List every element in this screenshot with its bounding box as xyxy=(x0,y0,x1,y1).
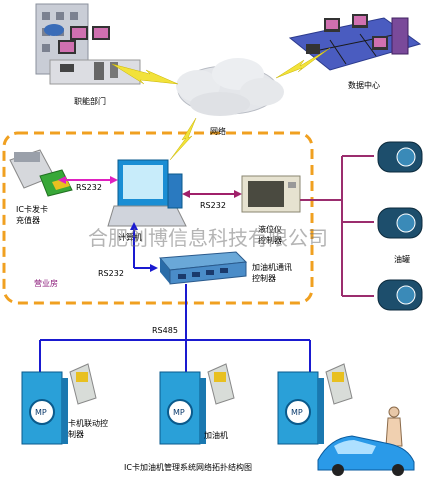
label-line: 控制器 xyxy=(258,235,282,245)
dispenser-1-badge: MP xyxy=(35,408,47,417)
card-linkage-label: 卡机联动控制器 xyxy=(68,418,108,439)
computer-label: 计算机 xyxy=(118,232,142,242)
comm-controller-label: 加油机通讯控制器 xyxy=(252,262,292,283)
lightning-left xyxy=(111,63,179,85)
rs485-bus xyxy=(39,284,311,372)
dispenser-1: MP xyxy=(21,363,97,445)
computer-to-controller-link xyxy=(133,226,152,269)
tank-2 xyxy=(377,207,423,239)
business-room-zone xyxy=(2,131,314,305)
dispenser-label: 加油机 xyxy=(204,430,228,440)
rs232-right-label: RS232 xyxy=(200,201,226,210)
tank-1 xyxy=(377,141,423,173)
rs232-bottom-label: RS232 xyxy=(98,269,124,278)
tank-3 xyxy=(377,279,423,311)
data-center-platform xyxy=(288,14,422,71)
ic-card-station-label: IC卡发卡充值器 xyxy=(16,204,48,225)
label-line: 制器 xyxy=(68,429,84,439)
functional-dept-building xyxy=(35,3,141,85)
data-center-label: 数据中心 xyxy=(348,80,380,90)
dispenser-2-badge: MP xyxy=(173,408,185,417)
label-line: 充值器 xyxy=(16,215,40,225)
level-gauge-label: 液位仪控制器 xyxy=(258,224,282,245)
lightning-down xyxy=(169,117,197,161)
lightning-right xyxy=(275,47,331,79)
functional-dept-label: 职能部门 xyxy=(74,96,106,106)
network-label: 网络 xyxy=(210,126,226,136)
ic-card-station xyxy=(9,149,73,197)
business-room-label: 营业房 xyxy=(34,278,58,288)
level-gauge-controller xyxy=(241,175,301,213)
company-watermark: 合肥创博信息科技有限公司 xyxy=(88,226,328,250)
computer xyxy=(107,159,187,227)
car xyxy=(317,435,415,476)
dispenser-2: MP xyxy=(159,363,235,445)
network-cloud xyxy=(176,58,284,116)
tank-links xyxy=(300,155,374,297)
rs485-label: RS485 xyxy=(152,326,178,335)
dispenser-3: MP xyxy=(277,363,353,445)
rs232-left-label: RS232 xyxy=(76,183,102,192)
tank-label: 油罐 xyxy=(394,254,410,264)
dispenser-3-badge: MP xyxy=(291,408,303,417)
diagram-caption: IC卡加油机管理系统网络拓扑结构图 xyxy=(124,462,252,472)
comm-controller xyxy=(158,251,248,285)
label-line: 控制器 xyxy=(252,273,276,283)
